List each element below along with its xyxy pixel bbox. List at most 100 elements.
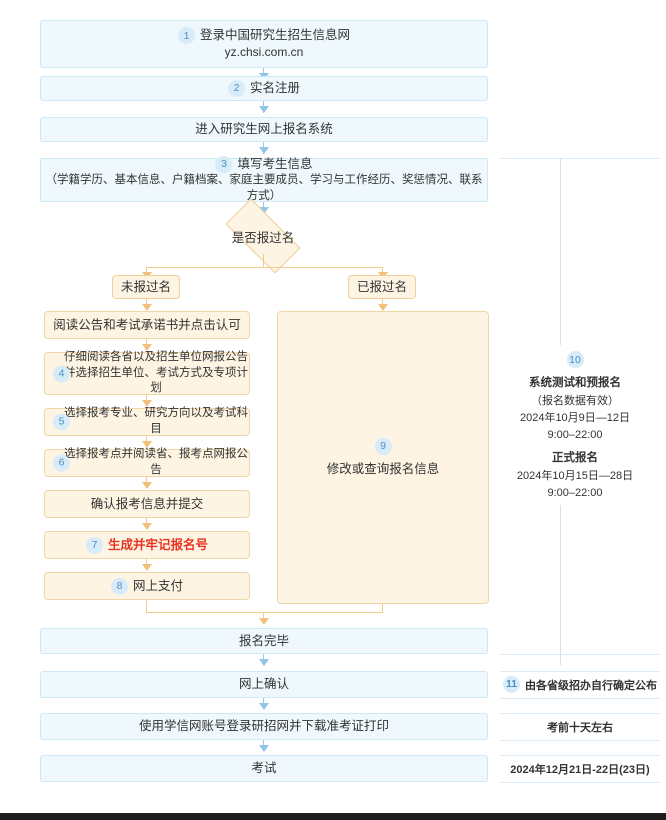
merge-right-stem [382, 604, 383, 613]
left-step-badge-8: 8 [110, 577, 128, 595]
step-node-3[interactable]: 进入研究生网上报名系统 [40, 117, 488, 142]
timeline-row-label-3: 2024年12月21日-22日(23日) [510, 763, 650, 776]
left-connector-6 [146, 559, 147, 568]
left-step-node-3[interactable]: 5 选择报考专业、研究方向以及考试科目 [44, 407, 250, 436]
left-step-node-7[interactable]: 8 网上支付 [44, 572, 250, 600]
timeline-row-label-2: 考前十天左右 [547, 721, 613, 734]
connector-branchleft-l1 [146, 299, 147, 307]
timeline-line-6: 2024年10月15日—28日 [516, 469, 634, 482]
left-step-node-4[interactable]: 6 选择报考点并阅读省、报考点网报公告 [44, 448, 250, 477]
tail-arrow-2 [259, 703, 269, 710]
timeline-vline-upper [560, 158, 561, 345]
arrow-branchleft-l1 [142, 304, 152, 311]
tail-node-1[interactable]: 报名完毕 [40, 628, 488, 654]
branch-node-right[interactable]: 已报过名 [348, 275, 416, 299]
timeline-divider-4 [500, 713, 660, 714]
timeline-vline-lower [560, 505, 561, 665]
timeline-line-3: 2024年10月9日—12日 [519, 411, 631, 424]
left-connector-1 [146, 339, 147, 348]
merge-join-line [146, 612, 383, 613]
footer-bar [0, 813, 666, 820]
left-step-label-4: 选择报考点并阅读省、报考点网报公告 [64, 448, 248, 476]
timeline-divider-7 [500, 782, 660, 783]
arrow-3-4 [259, 147, 269, 154]
timeline-badge-10: 10 [566, 351, 584, 369]
tail-label-4: 考试 [251, 761, 277, 776]
timeline-line-1: 系统测试和预报名 [529, 376, 621, 389]
left-arrow-5 [142, 523, 152, 530]
decision-stem [263, 254, 264, 268]
decision-label: 是否报过名 [231, 230, 295, 245]
timeline-divider-3 [500, 698, 660, 699]
right-step-label-9: 修改或查询报名信息 [326, 461, 440, 476]
branch-split-line [146, 267, 382, 268]
step-badge-2: 2 [227, 80, 245, 97]
step-node-4[interactable]: 3 填写考生信息 （学籍学历、基本信息、户籍档案、家庭主要成员、学习与工作经历、… [40, 155, 488, 202]
timeline-divider-6 [500, 755, 660, 756]
connector-branchright-r1 [382, 299, 383, 307]
timeline-badge-wrap: 10 [490, 348, 660, 373]
left-connector-2 [146, 395, 147, 404]
branch-label-left: 未报过名 [120, 279, 171, 294]
timeline-badge-11: 11 [503, 676, 520, 693]
left-arrow-2 [142, 400, 152, 407]
timeline-row-2: 考前十天左右 [496, 713, 664, 740]
left-step-label-7: 网上支付 [132, 578, 183, 593]
left-step-label-5: 确认报考信息并提交 [90, 496, 204, 511]
step-sublabel-1: yz.chsi.com.cn [224, 45, 304, 60]
tail-label-3: 使用学信网账号登录研招网并下载准考证打印 [138, 719, 389, 734]
merge-left-stem [146, 600, 147, 613]
timeline-line-5: 正式报名 [552, 451, 598, 464]
left-step-node-6[interactable]: 7 生成并牢记报名号 [44, 531, 250, 559]
timeline-divider-5 [500, 740, 660, 741]
decision-node[interactable]: 是否报过名 [225, 198, 301, 274]
left-step-node-5[interactable]: 确认报考信息并提交 [44, 490, 250, 518]
right-step-node-9[interactable]: 9 修改或查询报名信息 [277, 311, 489, 604]
branch-left-drop [146, 267, 147, 276]
left-step-label-3: 选择报考专业、研究方向以及考试科目 [64, 407, 248, 435]
left-connector-3 [146, 436, 147, 445]
tail-node-4[interactable]: 考试 [40, 755, 488, 782]
branch-label-right: 已报过名 [356, 279, 407, 294]
timeline-line-4: 9:00–22:00 [547, 428, 603, 441]
timeline-divider-top [500, 158, 660, 159]
arrow-branchright-r1 [378, 304, 388, 311]
left-connector-4 [146, 477, 147, 486]
step-sublabel-4: （学籍学历、基本信息、户籍档案、家庭主要成员、学习与工作经历、奖惩情况、联系方式… [45, 173, 483, 202]
left-step-badge-6: 6 [53, 454, 70, 472]
timeline-line-7: 9:00–22:00 [547, 486, 603, 499]
left-arrow-4 [142, 482, 152, 489]
step-node-2[interactable]: 2 实名注册 [40, 76, 488, 101]
left-step-label-1: 阅读公告和考试承诺书并点击认可 [53, 317, 241, 332]
timeline-row-1: 11 由各省级招办自行确定公布 [496, 671, 664, 698]
branch-node-left[interactable]: 未报过名 [112, 275, 180, 299]
step-label-2: 实名注册 [249, 81, 300, 96]
left-step-badge-4: 4 [53, 365, 70, 382]
tail-node-2[interactable]: 网上确认 [40, 671, 488, 698]
timeline-schedule-block: 10 系统测试和预报名 （报名数据有效） 2024年10月9日—12日 9:00… [490, 348, 660, 502]
tail-arrow-1 [259, 659, 269, 666]
timeline-divider-2 [500, 671, 660, 672]
arrow-2-3 [259, 106, 269, 113]
step-badge-4: 3 [215, 155, 233, 173]
arrow-4-decision [259, 207, 269, 214]
step-label-1: 登录中国研究生招生信息网 [199, 28, 350, 43]
timeline-divider-1 [500, 654, 660, 655]
left-step-node-1[interactable]: 阅读公告和考试承诺书并点击认可 [44, 311, 250, 339]
right-step-badge-9: 9 [374, 437, 392, 455]
left-arrow-3 [142, 441, 152, 448]
left-step-label-6: 生成并牢记报名号 [107, 537, 208, 552]
left-step-node-2[interactable]: 4 仔细阅读各省以及招生单位网报公告 并选择招生单位、考试方式及专项计划 [44, 351, 250, 395]
step-node-1[interactable]: 1 登录中国研究生招生信息网 yz.chsi.com.cn [40, 20, 488, 68]
step-label-4: 填写考生信息 [237, 157, 313, 172]
arrow-merge-down [259, 618, 269, 625]
merge-down-stem [263, 612, 264, 622]
left-step-badge-7: 7 [85, 536, 103, 554]
branch-right-drop [382, 267, 383, 276]
left-arrow-6 [142, 564, 152, 571]
tail-node-3[interactable]: 使用学信网账号登录研招网并下载准考证打印 [40, 713, 488, 740]
left-step-label-2a: 仔细阅读各省以及招生单位网报公告 [64, 351, 248, 364]
left-step-label-2b: 并选择招生单位、考试方式及专项计划 [64, 366, 248, 395]
left-step-badge-5: 5 [53, 413, 70, 431]
